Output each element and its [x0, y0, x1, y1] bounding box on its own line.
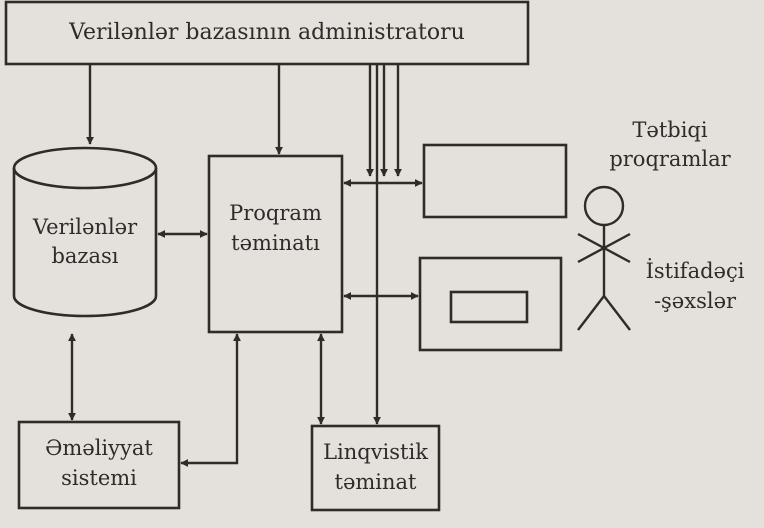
applications-label-line2: proqramlar — [609, 147, 731, 171]
user-terminal-box — [418, 256, 563, 352]
os-label-line2: sistemi — [61, 466, 137, 490]
software-label-line2: təminatı — [231, 231, 320, 255]
applications-box — [422, 143, 568, 219]
linguistic-label-line1: Linqvistik — [323, 440, 428, 464]
arrow-software-os — [180, 333, 241, 467]
terminal-screen — [449, 290, 529, 324]
database-cylinder — [12, 146, 158, 318]
software-box — [207, 154, 344, 334]
admin-box — [4, 0, 530, 66]
users-label-line2: -şəxslər — [653, 289, 737, 313]
admin-label: Verilənlər bazasının administratoru — [69, 20, 465, 45]
os-label-line1: Əməliyyat — [45, 436, 153, 460]
software-label-line1: Proqram — [229, 201, 322, 225]
database-label-line2: bazası — [51, 244, 119, 268]
applications-label-line1: Tətbiqi — [632, 118, 708, 142]
os-box — [17, 420, 181, 510]
users-label-line1: İstifadəçi — [645, 259, 745, 283]
database-label-line1: Verilənlər — [32, 215, 138, 239]
linguistic-box — [310, 424, 441, 512]
user-figure-icon — [577, 185, 631, 331]
linguistic-label-line2: təminat — [334, 470, 417, 494]
